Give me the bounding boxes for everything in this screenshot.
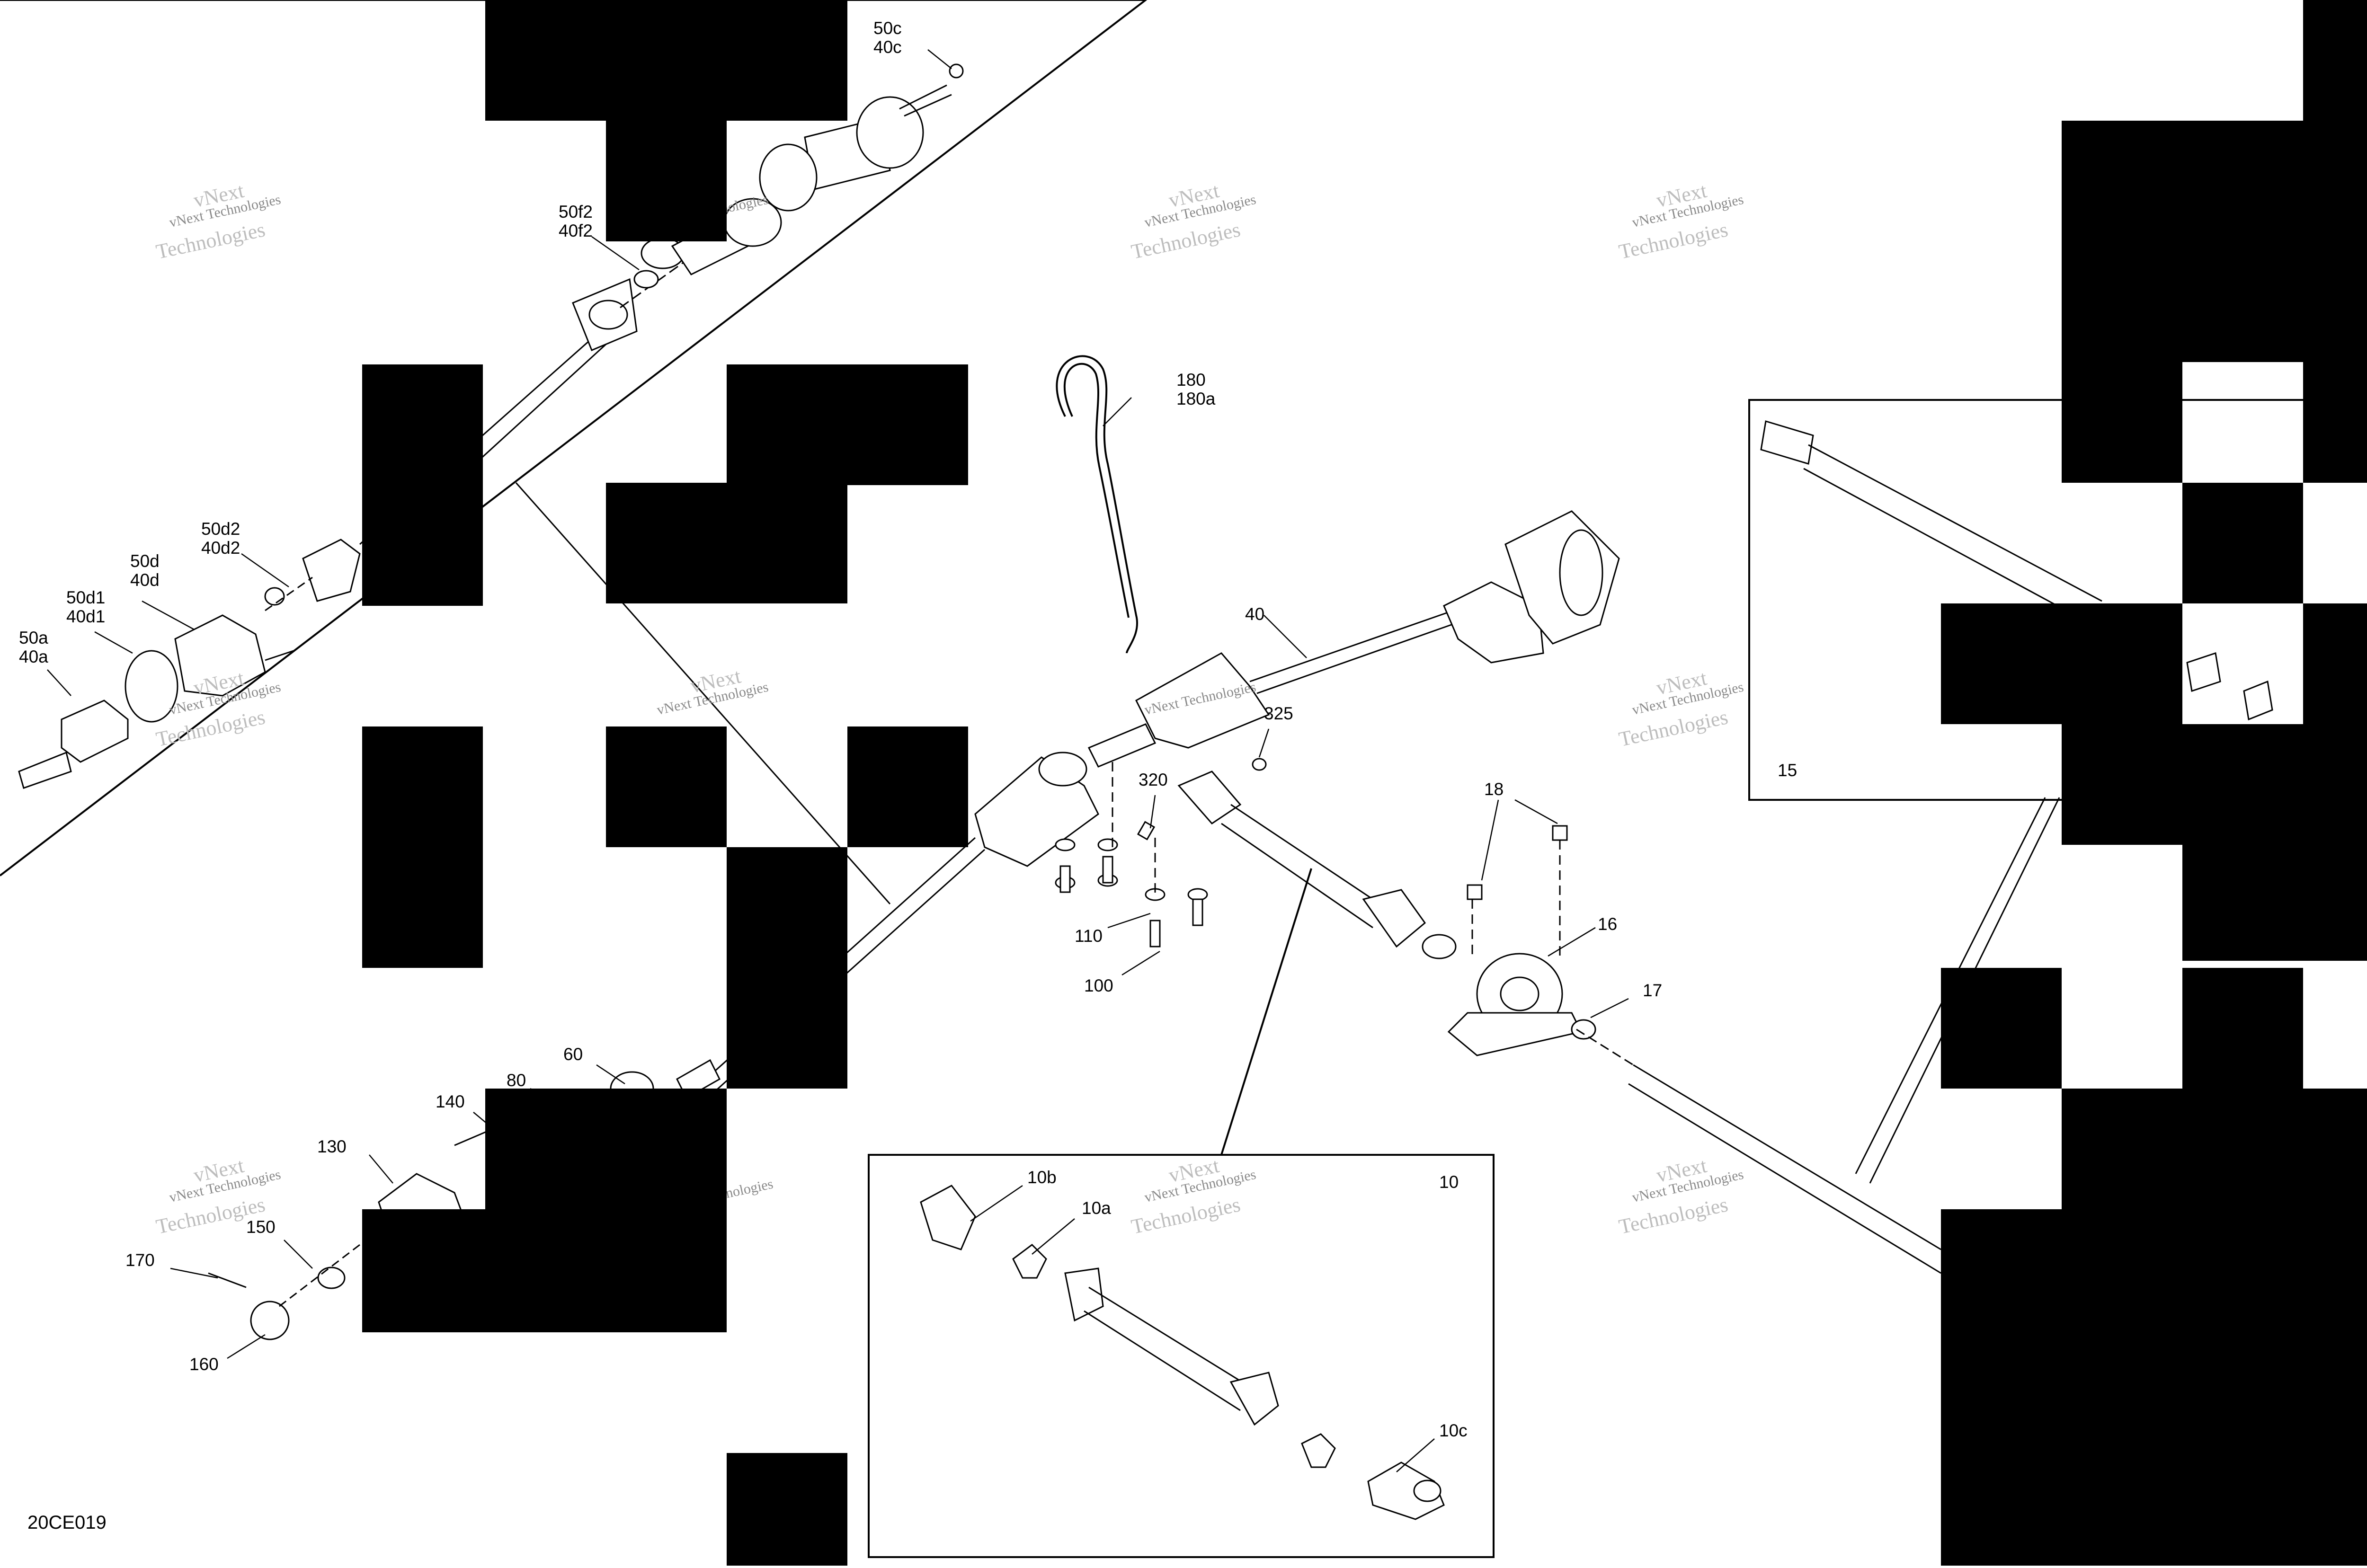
callout-10: 10 <box>1439 1172 1459 1192</box>
callout-40: 40 <box>1245 604 1264 624</box>
universal-joint-exploded <box>920 1185 1445 1520</box>
callout-labels: 50c 40c 50f2 40f2 50d2 40d2 50d 40d 50d1… <box>19 18 1797 1533</box>
callout-50a: 50a <box>19 628 48 647</box>
callout-40d2: 40d2 <box>201 538 240 558</box>
callout-50d: 50d <box>130 551 160 571</box>
callout-50c: 50c <box>873 18 902 38</box>
callout-50d1: 50d1 <box>66 588 105 607</box>
inset-frame-part-10 <box>868 868 1495 1558</box>
callout-18: 18 <box>1484 780 1504 799</box>
callout-10a: 10a <box>1082 1198 1111 1218</box>
rear-shaft-inset-15 <box>1760 420 2273 721</box>
callout-80: 80 <box>507 1071 526 1090</box>
callout-100: 100 <box>1084 976 1113 995</box>
diagram-code: 20CE019 <box>27 1512 107 1533</box>
fasteners-group <box>1055 758 1568 948</box>
callout-180a: 180a <box>1176 389 1216 408</box>
assembly-guide-lines <box>1112 762 1561 961</box>
callout-16: 16 <box>1598 914 1617 934</box>
callout-160: 160 <box>189 1355 219 1374</box>
watermarks: vNext vNext Technologies Technologies vN… <box>154 179 1745 1239</box>
callout-180: 180 <box>1176 370 1206 390</box>
leader-line-divider <box>515 482 891 904</box>
callout-325: 325 <box>1264 704 1293 723</box>
callout-leaders <box>47 49 1629 1472</box>
redaction-blocks <box>362 0 2367 1566</box>
callout-50f2: 50f2 <box>559 202 593 221</box>
callout-40c: 40c <box>873 37 902 57</box>
callout-10c: 10c <box>1439 1421 1468 1440</box>
callout-320: 320 <box>1139 770 1168 789</box>
callout-40d1: 40d1 <box>66 607 105 626</box>
callout-10b: 10b <box>1027 1168 1057 1187</box>
callout-50d2: 50d2 <box>201 519 240 539</box>
callout-170: 170 <box>125 1250 155 1270</box>
outer-cv-joint-inset <box>18 539 361 789</box>
hose-part-180 <box>1056 355 1138 654</box>
callout-140: 140 <box>436 1092 465 1111</box>
callout-40a: 40a <box>19 647 48 666</box>
callout-110: 110 <box>1075 926 1103 946</box>
callout-40d: 40d <box>130 570 160 590</box>
callout-60: 60 <box>563 1045 583 1064</box>
propeller-shaft-part-10 <box>1177 771 1941 1274</box>
callout-17: 17 <box>1643 981 1662 1000</box>
callout-40f2: 40f2 <box>559 221 593 240</box>
callout-130: 130 <box>317 1137 347 1156</box>
callout-150: 150 <box>246 1217 276 1237</box>
callout-15: 15 <box>1778 761 1797 780</box>
